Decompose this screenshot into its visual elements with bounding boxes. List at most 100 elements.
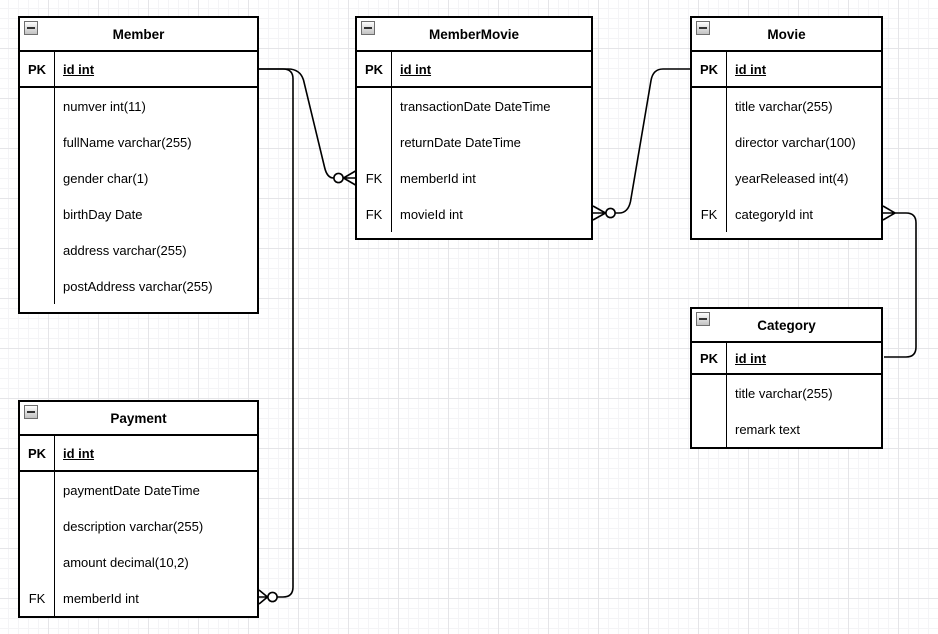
key-cell: FK: [365, 206, 383, 222]
key-cell: FK: [700, 206, 718, 222]
minus-glyph: [699, 27, 707, 29]
table-row[interactable]: PK id int: [20, 436, 257, 472]
collapse-icon[interactable]: [696, 312, 710, 326]
collapse-icon[interactable]: [361, 21, 375, 35]
key-cell: FK: [28, 590, 46, 606]
table-row[interactable]: PK id int: [357, 52, 591, 88]
field-cell: memberId int: [400, 170, 476, 186]
collapse-icon[interactable]: [24, 405, 38, 419]
field-cell: memberId int: [63, 590, 139, 606]
minus-glyph: [364, 27, 372, 29]
entity-title: Movie: [767, 26, 806, 42]
entity-payment[interactable]: Payment PK id int paymentDate DateTime d…: [18, 400, 259, 618]
entity-movie-header: Movie: [692, 18, 881, 52]
column-divider: [391, 52, 392, 232]
entity-title: Category: [757, 317, 816, 333]
field-cell: transactionDate DateTime: [400, 98, 551, 114]
field-cell: director varchar(100): [735, 134, 856, 150]
field-cell: gender char(1): [63, 170, 149, 186]
field-cell: numver int(11): [63, 98, 146, 114]
table-row[interactable]: PK id int: [692, 343, 881, 375]
entity-membermovie-header: MemberMovie: [357, 18, 591, 52]
table-row[interactable]: description varchar(255): [20, 508, 257, 544]
crow-foot: [258, 589, 269, 605]
table-row[interactable]: FK movieId int: [357, 196, 591, 232]
field-cell: address varchar(255): [63, 242, 187, 258]
edge-member-membermovie[interactable]: [259, 68, 356, 186]
field-cell: postAddress varchar(255): [63, 278, 213, 294]
field-cell: title varchar(255): [735, 385, 833, 401]
field-cell: paymentDate DateTime: [63, 482, 200, 498]
column-divider: [54, 436, 55, 616]
table-row[interactable]: transactionDate DateTime: [357, 88, 591, 124]
crow-foot: [592, 205, 606, 221]
table-row[interactable]: yearReleased int(4): [692, 160, 881, 196]
table-row[interactable]: returnDate DateTime: [357, 124, 591, 160]
table-row[interactable]: title varchar(255): [692, 375, 881, 411]
field-cell: remark text: [735, 421, 801, 437]
entity-member[interactable]: Member PK id int numver int(11) fullName…: [18, 16, 259, 314]
entity-title: Member: [112, 26, 165, 42]
field-cell: id int: [63, 61, 95, 77]
key-cell: FK: [365, 170, 383, 186]
field-cell: yearReleased int(4): [735, 170, 849, 186]
crow-foot: [343, 170, 356, 186]
field-cell: fullName varchar(255): [63, 134, 192, 150]
key-cell: PK: [364, 61, 384, 77]
field-cell: amount decimal(10,2): [63, 554, 189, 570]
entity-movie[interactable]: Movie PK id int title varchar(255) direc…: [690, 16, 883, 240]
field-cell: returnDate DateTime: [400, 134, 521, 150]
key-cell: PK: [699, 350, 719, 366]
table-row[interactable]: director varchar(100): [692, 124, 881, 160]
collapse-icon[interactable]: [24, 21, 38, 35]
collapse-icon[interactable]: [696, 21, 710, 35]
table-row[interactable]: birthDay Date: [20, 196, 257, 232]
table-row[interactable]: PK id int: [692, 52, 881, 88]
zero-circle: [605, 207, 616, 219]
key-cell: PK: [27, 61, 47, 77]
zero-circle: [267, 591, 278, 603]
field-cell: id int: [735, 61, 767, 77]
field-cell: id int: [735, 350, 767, 366]
table-row[interactable]: address varchar(255): [20, 232, 257, 268]
table-row[interactable]: FK categoryId int: [692, 196, 881, 232]
crow-foot: [882, 205, 896, 221]
table-row[interactable]: amount decimal(10,2): [20, 544, 257, 580]
column-divider: [726, 52, 727, 232]
edge-member-payment[interactable]: [258, 68, 294, 605]
table-row[interactable]: remark text: [692, 411, 881, 447]
table-row[interactable]: PK id int: [20, 52, 257, 88]
column-divider: [726, 343, 727, 447]
minus-glyph: [699, 318, 707, 320]
entity-category[interactable]: Category PK id int title varchar(255) re…: [690, 307, 883, 449]
entity-member-header: Member: [20, 18, 257, 52]
table-row[interactable]: FK memberId int: [20, 580, 257, 616]
entity-category-header: Category: [692, 309, 881, 343]
entity-title: Payment: [110, 410, 167, 426]
minus-glyph: [27, 27, 35, 29]
key-cell: PK: [699, 61, 719, 77]
minus-glyph: [27, 411, 35, 413]
column-divider: [54, 52, 55, 304]
table-row[interactable]: numver int(11): [20, 88, 257, 124]
table-row[interactable]: paymentDate DateTime: [20, 472, 257, 508]
key-cell: PK: [27, 445, 47, 461]
zero-circle: [333, 172, 344, 184]
field-cell: categoryId int: [735, 206, 814, 222]
field-cell: description varchar(255): [63, 518, 204, 534]
field-cell: movieId int: [400, 206, 463, 222]
table-row[interactable]: FK memberId int: [357, 160, 591, 196]
field-cell: title varchar(255): [735, 98, 833, 114]
field-cell: id int: [63, 445, 95, 461]
edge-movie-membermovie[interactable]: [592, 68, 690, 221]
edge-category-movie[interactable]: [882, 205, 917, 358]
table-row[interactable]: gender char(1): [20, 160, 257, 196]
table-row[interactable]: postAddress varchar(255): [20, 268, 257, 304]
field-cell: birthDay Date: [63, 206, 143, 222]
table-row[interactable]: fullName varchar(255): [20, 124, 257, 160]
entity-title: MemberMovie: [428, 26, 520, 42]
table-row[interactable]: title varchar(255): [692, 88, 881, 124]
entity-payment-header: Payment: [20, 402, 257, 436]
entity-membermovie[interactable]: MemberMovie PK id int transactionDate Da…: [355, 16, 593, 240]
